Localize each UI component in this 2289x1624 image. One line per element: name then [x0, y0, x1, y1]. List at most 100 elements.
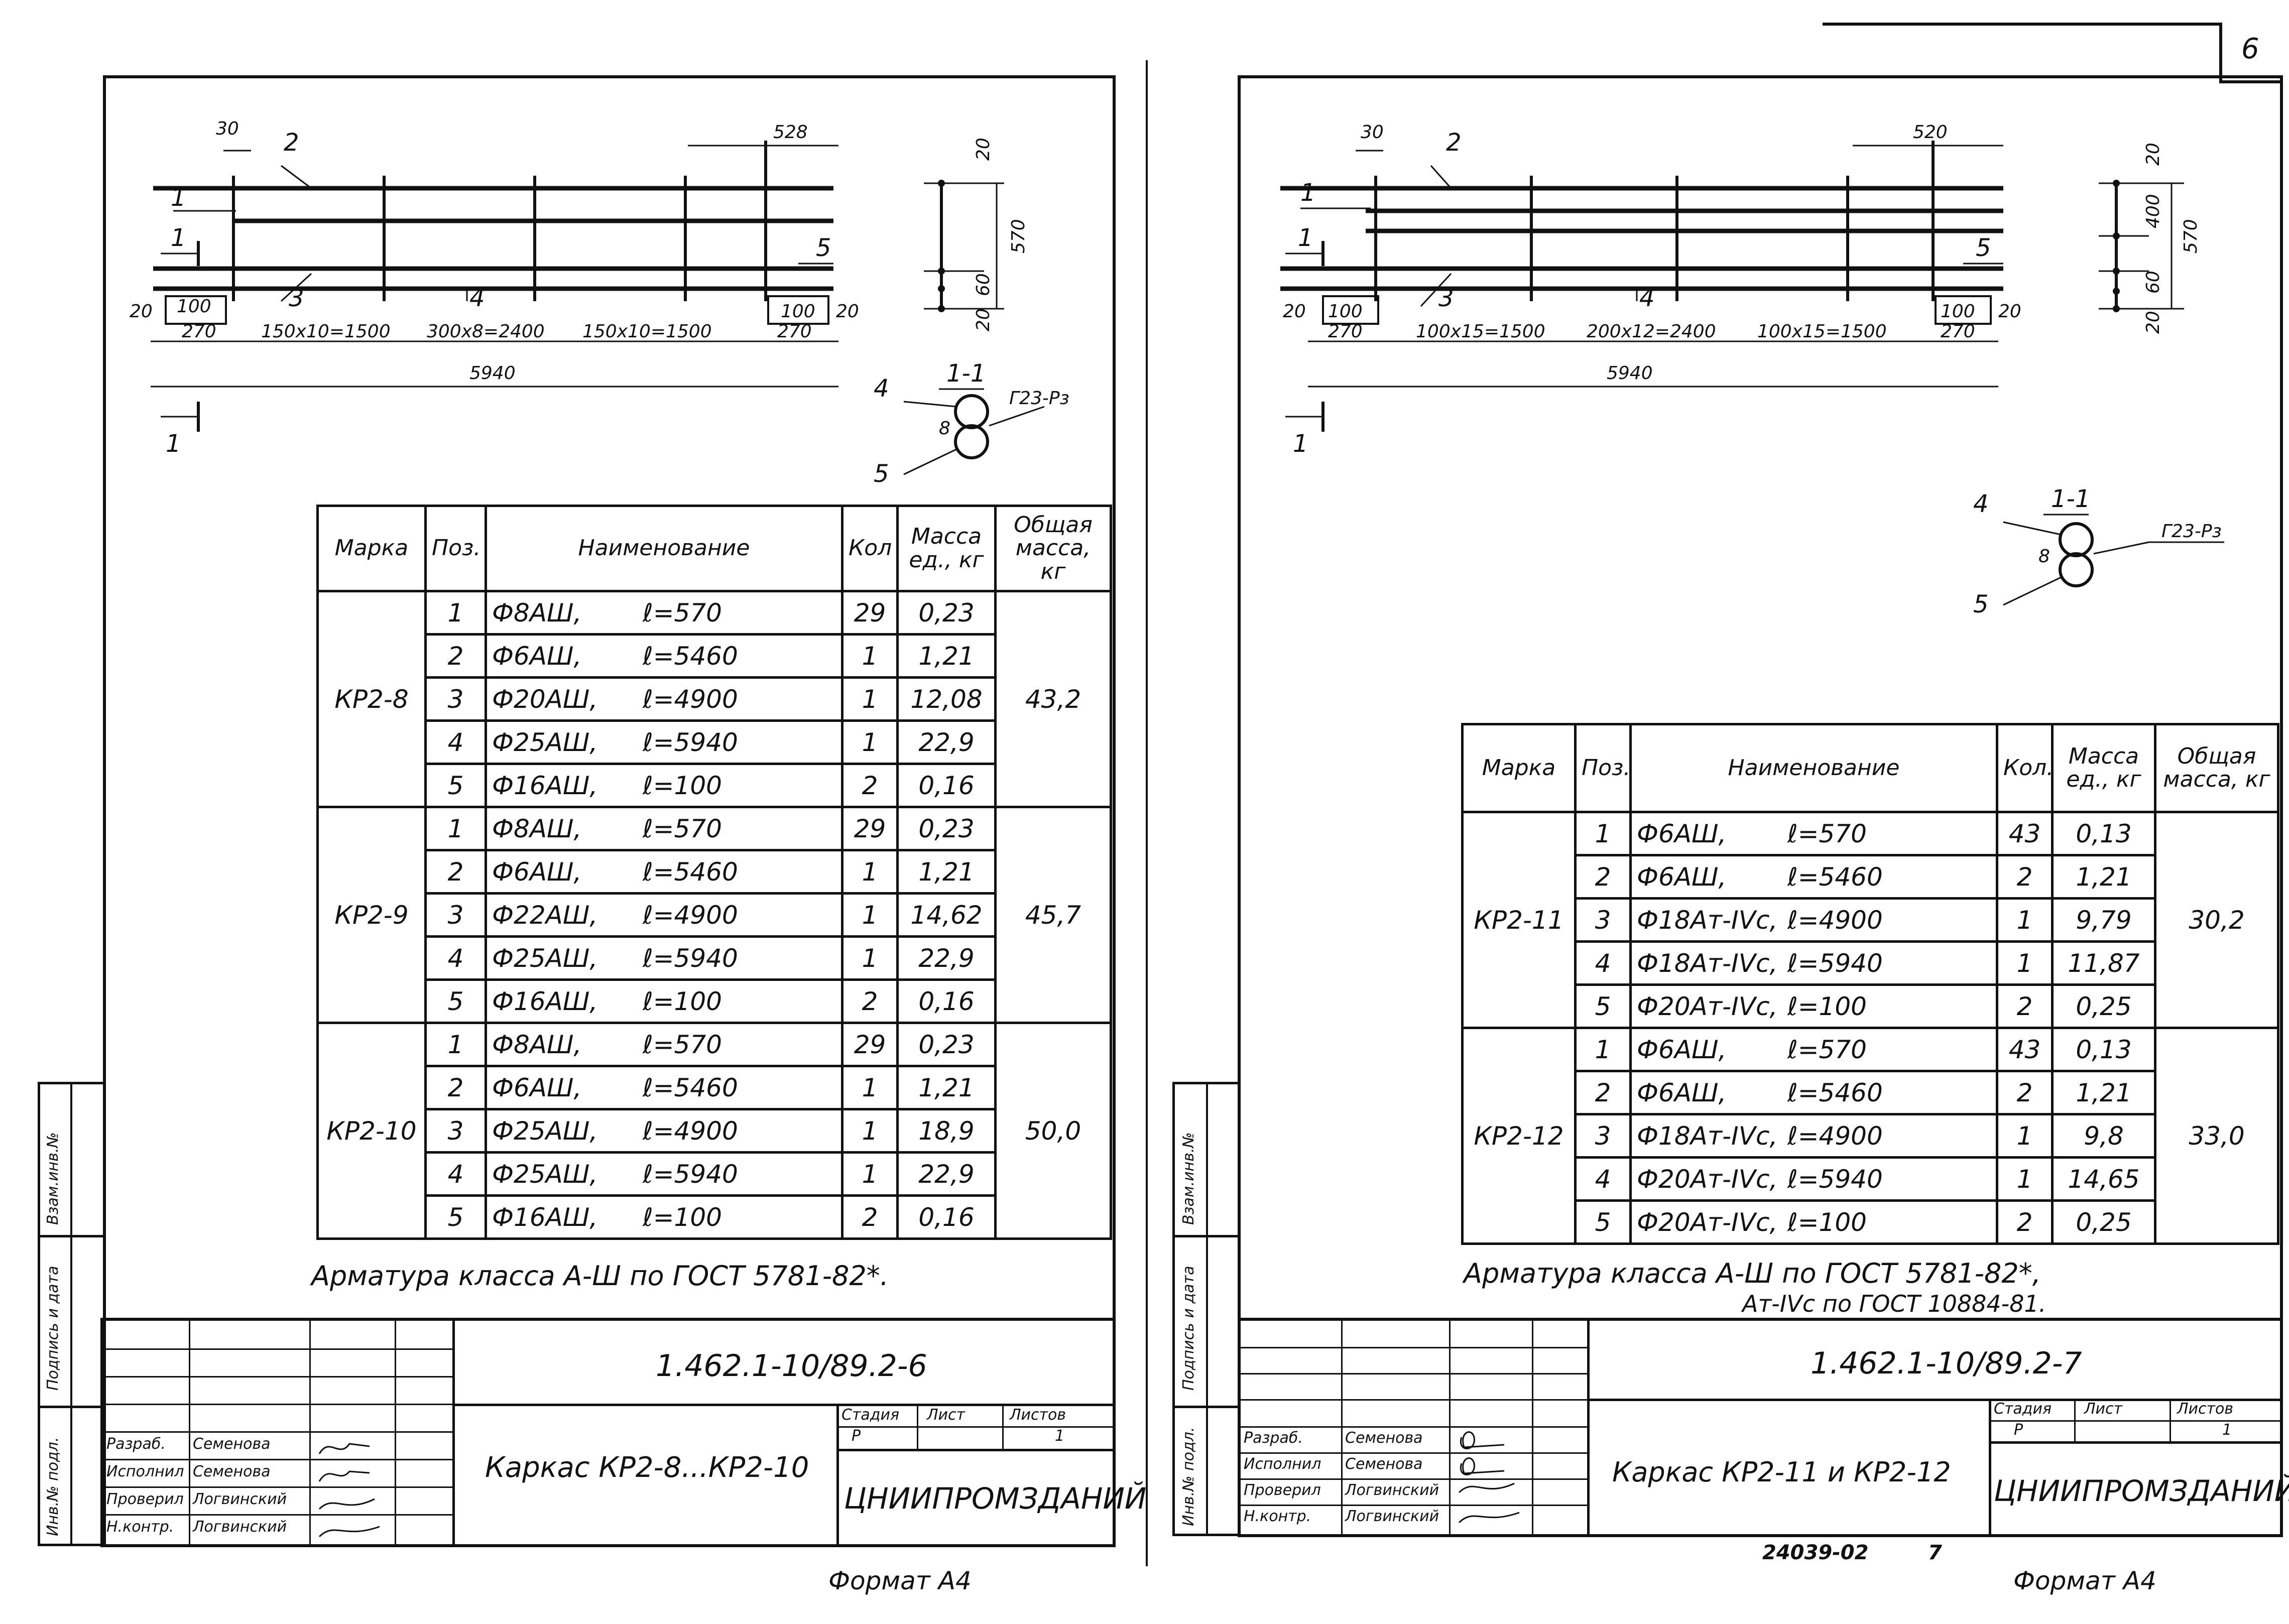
top-edge-line [1823, 23, 2219, 26]
name-cell: Ф20АШ,ℓ=4900 [485, 676, 844, 722]
qty-cell: 1 [1996, 1113, 2054, 1159]
qty-cell: 29 [841, 1022, 899, 1067]
drawing-title: Каркас КР2-11 и КР2-12 [1612, 1456, 1951, 1488]
header-cell: Марка [316, 505, 427, 592]
name-cell: Ф25АШ, ℓ=5940 [485, 719, 844, 765]
diameter: Ф20Ат-IVс, [1637, 991, 1778, 1021]
pos-cell: 5 [424, 1194, 487, 1240]
pos-label: 1 [171, 184, 186, 212]
title-block: 1.462.1-10/89.2-6 Каркас КР2-8...КР2-10 … [100, 1318, 1146, 1547]
pos-cell: 1 [1574, 1027, 1632, 1072]
dim-label: 300x8=2400 [427, 321, 545, 342]
diameter: Ф6АШ, [1637, 862, 1727, 892]
header-cell: Марка [1461, 723, 1577, 813]
side-label: Инв.№ подл. [1180, 1427, 1197, 1526]
total-cell: 43,2 [994, 590, 1112, 808]
pos-cell: 2 [1574, 854, 1632, 900]
dim-label: 150x10=1500 [582, 321, 712, 342]
dim-label: 20 [1283, 301, 1306, 322]
dim-label: 100 [1941, 301, 1975, 322]
qty-cell: 1 [841, 892, 899, 938]
dim-label: 20 [973, 308, 994, 331]
table-row: 5 Ф16АШ,ℓ=100 2 0,16 [318, 1194, 1111, 1240]
qty-cell: 1 [841, 849, 899, 895]
length: ℓ=5940 [643, 727, 738, 757]
side-strip [38, 1082, 103, 1546]
pos-label: 2 [1446, 129, 1462, 157]
dim-label: 270 [1941, 321, 1975, 342]
mass-cell: 14,62 [896, 892, 997, 938]
total-cell: 30,2 [2154, 811, 2279, 1029]
name-cell: Ф25АШ,ℓ=5940 [485, 1151, 844, 1197]
pos-cell: 2 [424, 633, 487, 679]
qty-cell: 2 [1996, 854, 2054, 900]
qty-cell: 1 [841, 1108, 899, 1154]
table-row: 4 Ф25АШ,ℓ=5940 1 22,9 [318, 1151, 1111, 1197]
header-cell: Поз. [1574, 723, 1632, 813]
qty-cell: 2 [841, 763, 899, 808]
pos-label: 3 [289, 284, 304, 312]
qty-cell: 2 [1996, 1199, 2054, 1245]
pos-cell: 2 [424, 1065, 487, 1110]
signer-name: Семенова [193, 1435, 271, 1453]
stage-value: Р [852, 1427, 861, 1445]
signature-marks [318, 1443, 380, 1538]
name-cell: Ф6АШ,ℓ=5460 [1629, 1070, 1998, 1115]
signer-role: Н.контр. [1244, 1508, 1311, 1525]
diameter: Ф25АШ, [492, 727, 598, 757]
doc-code: 1.462.1-10/89.2-7 [1811, 1346, 2082, 1381]
mass-cell: 0,16 [896, 1194, 997, 1240]
side-label: Подпись и дата [1180, 1266, 1197, 1391]
pos-cell: 3 [1574, 897, 1632, 943]
dim-label: 100x15=1500 [1416, 321, 1545, 342]
signer-name: Логвинский [1345, 1481, 1439, 1499]
pos-cell: 5 [1574, 1199, 1632, 1245]
format-label: Формат А4 [2013, 1566, 2156, 1595]
table-row: 2 Ф6АШ,ℓ=5460 1 1,21 [318, 1065, 1111, 1110]
signer-role: Проверил [1244, 1481, 1321, 1499]
sheets-label: Листов [1010, 1406, 1066, 1424]
pos-label: 5 [816, 234, 831, 262]
qty-cell: 1 [1996, 1156, 2054, 1202]
archive-number: 24039-02 [1762, 1541, 1869, 1564]
spec-table: Марка Поз. Наименование Кол Масса ед., к… [316, 505, 1112, 1240]
signer-role: Разраб. [106, 1435, 166, 1453]
name-cell: Ф6АШ,ℓ=5460 [485, 849, 844, 895]
section-mark-label: 1 [171, 224, 186, 252]
diameter: Ф25АШ, [492, 1159, 598, 1189]
qty-cell: 2 [1996, 983, 2054, 1029]
stage-label: Стадия [841, 1406, 900, 1424]
section-mark-label: 1 [1293, 430, 1308, 458]
name-cell: Ф6АШ, ℓ=5460 [1629, 854, 1998, 900]
name-cell: Ф6АШ,ℓ=5460 [485, 633, 844, 679]
signer-name: Логвинский [193, 1518, 287, 1536]
pos-cell: 3 [424, 676, 487, 722]
table-row: 5 Ф20Ат-IVс,ℓ=100 2 0,25 [1463, 1199, 2278, 1245]
table-row: 5 Ф20Ат-IVс,ℓ=100 2 0,25 [1463, 983, 2278, 1029]
mass-cell: 12,08 [896, 676, 997, 722]
mark-cell: КР2-10 [316, 1022, 427, 1240]
pos-cell: 4 [424, 935, 487, 981]
name-cell: Ф18Ат-IVс,ℓ=4900 [1629, 1113, 1998, 1159]
name-cell: Ф20Ат-IVс,ℓ=5940 [1629, 1156, 1998, 1202]
mass-cell: 0,16 [896, 763, 997, 808]
stage-label: Стадия [1994, 1400, 2052, 1418]
length: ℓ=570 [643, 598, 722, 628]
mass-cell: 14,65 [2051, 1156, 2156, 1202]
length: ℓ=5460 [1787, 862, 1883, 892]
steel-note: Арматура класса А-Ш по ГОСТ 5781-82*, [1464, 1258, 2041, 1289]
drawing-title: Каркас КР2-8...КР2-10 [485, 1451, 809, 1484]
page-divider [1146, 60, 1148, 1566]
mass-cell: 0,13 [2051, 811, 2156, 856]
dim-label: 20 [973, 138, 994, 161]
table-row: 3 Ф18Ат-IVс,ℓ=4900 1 9,8 [1463, 1113, 2278, 1159]
name-cell: Ф16АШ,ℓ=100 [485, 763, 844, 808]
sheet-left: 1 2 3 4 5 1 1 30 528 20 100 270 150x10=1… [38, 75, 1146, 1595]
diameter: Ф6АШ, [1637, 819, 1727, 848]
length: ℓ=570 [643, 1030, 722, 1059]
mass-cell: 0,25 [2051, 1199, 2156, 1245]
mass-cell: 18,9 [896, 1108, 997, 1154]
spec-table: Марка Поз. Наименование Кол. Масса ед., … [1461, 723, 2279, 1245]
sheets-value: 1 [1055, 1427, 1065, 1445]
frame-drawing: 1 2 3 4 5 1 1 30 528 20 100 270 150x10=1… [130, 118, 1069, 488]
